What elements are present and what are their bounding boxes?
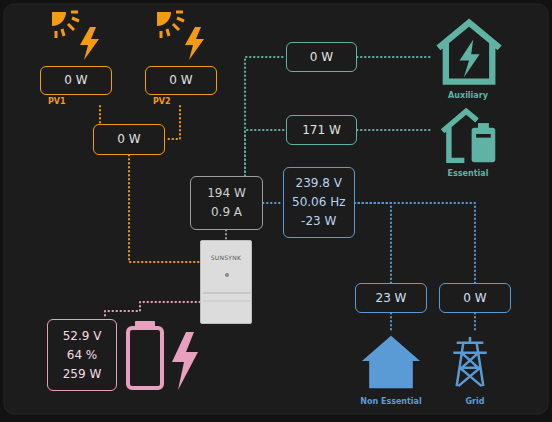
load-value-box: 171 W — [286, 115, 357, 145]
value-frame: 0 W — [145, 66, 217, 95]
value-text: 64 % — [67, 346, 98, 365]
ess-symbol — [430, 104, 506, 164]
value-text: 194 W — [207, 184, 246, 203]
value-text: 0 W — [117, 130, 140, 149]
pv-total-box: 0 W — [93, 124, 165, 155]
value-text: 239.8 V — [296, 174, 342, 193]
icon-label: Grid — [466, 397, 485, 406]
value-frame: 23 W — [355, 283, 427, 313]
grid-symbol — [445, 332, 505, 392]
power-flow-line — [357, 129, 430, 131]
pv-value-box: 0 W PV1 — [40, 66, 112, 106]
power-flow-line — [225, 230, 227, 240]
power-flow-line — [474, 313, 476, 332]
aux-symbol — [430, 16, 506, 86]
panel — [4, 4, 548, 414]
pv-value-box: 0 W PV2 — [145, 66, 217, 106]
value-frame: 239.8 V50.06 Hz-23 W — [283, 167, 355, 238]
value-frame: 0 W — [40, 66, 112, 95]
value-frame: 171 W — [286, 115, 357, 145]
icon-label: Auxiliary — [448, 91, 488, 100]
value-text: 0 W — [310, 48, 333, 67]
grid-value-box: 0 W — [439, 283, 511, 313]
ne-symbol — [355, 332, 427, 392]
power-flow-line — [390, 313, 392, 332]
value-text: 0 W — [64, 71, 87, 90]
battery-stats-box: 52.9 V64 %259 W — [47, 319, 117, 391]
value-text: -23 W — [301, 212, 336, 231]
value-frame: 194 W0.9 A — [190, 176, 263, 230]
power-flow-line — [355, 203, 392, 283]
value-frame: 0 W — [286, 42, 357, 72]
value-text: 23 W — [376, 289, 407, 308]
icon-label: Essential — [448, 169, 489, 178]
source-label: PV1 — [48, 97, 66, 106]
brand-text: SUNSYNK — [211, 254, 242, 261]
value-frame: 0 W — [93, 124, 165, 155]
auxiliary-load-icon: Auxiliary — [430, 16, 506, 100]
value-text: 0.9 A — [211, 203, 242, 222]
power-flow-line — [165, 106, 180, 139]
inverter-stats-box: 194 W0.9 A — [190, 176, 263, 230]
grid-stats-box: 239.8 V50.06 Hz-23 W — [283, 167, 355, 238]
essential-load-icon: Essential — [430, 104, 506, 178]
solar-icon — [157, 12, 204, 60]
value-text: 259 W — [63, 365, 102, 384]
power-flow-line — [355, 203, 476, 283]
value-frame: 0 W — [439, 283, 511, 313]
power-flow-line — [263, 202, 283, 204]
load-value-box: 23 W — [355, 283, 427, 313]
power-flow-line — [99, 106, 101, 124]
value-text: 50.06 Hz — [292, 193, 346, 212]
solar-icon — [52, 12, 99, 60]
inverter: SUNSYNK — [200, 240, 252, 324]
value-text: 0 W — [169, 71, 192, 90]
value-text: 52.9 V — [63, 327, 102, 346]
value-frame: 52.9 V64 %259 W — [47, 319, 117, 391]
value-text: 171 W — [302, 121, 341, 140]
power-flow-line — [357, 56, 430, 58]
value-text: 0 W — [463, 289, 486, 308]
power-flow-line — [245, 57, 286, 176]
non-essential-load-icon: Non Essential — [355, 332, 427, 406]
battery-icon — [128, 321, 198, 390]
power-flow-line — [245, 130, 286, 176]
load-value-box: 0 W — [286, 42, 357, 72]
source-label: PV2 — [153, 97, 171, 106]
inverter-housing — [201, 241, 253, 325]
grid-icon: Grid — [445, 332, 505, 406]
power-flow-line — [105, 302, 200, 319]
icon-label: Non Essential — [360, 397, 422, 406]
